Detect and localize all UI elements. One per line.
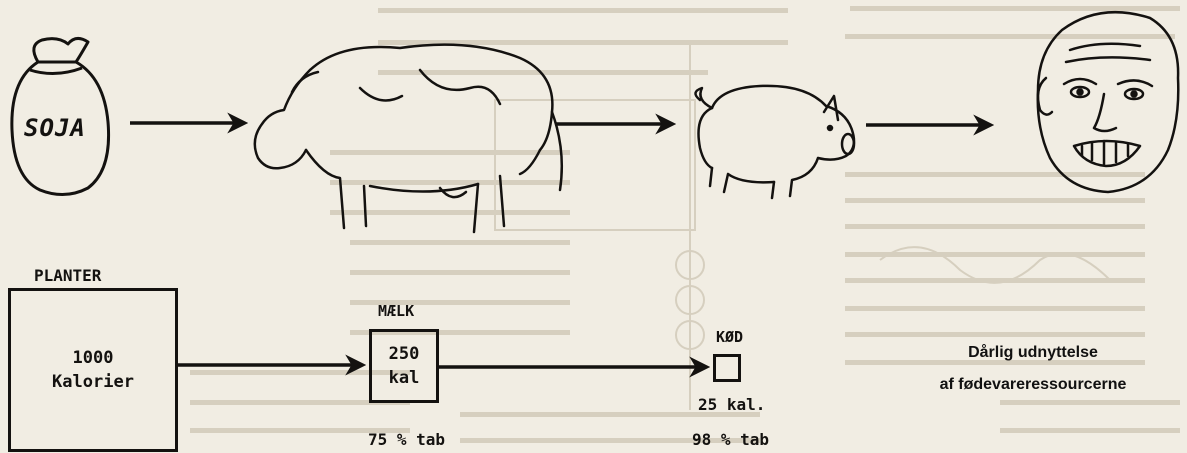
pig-icon	[695, 86, 854, 198]
plants-unit: Kalorier	[52, 370, 134, 394]
meat-loss: 98 % tab	[692, 430, 769, 449]
milk-value: 250	[389, 342, 420, 366]
face-icon	[1038, 12, 1179, 192]
sack-label: SOJA	[24, 114, 86, 142]
milk-loss: 75 % tab	[368, 430, 445, 449]
flow-arrows	[176, 365, 706, 367]
conclusion-line-1: Dårlig udnyttelse	[908, 344, 1158, 362]
plants-value: 1000	[73, 346, 114, 370]
cow-icon	[255, 45, 562, 232]
plants-box: 1000 Kalorier	[8, 288, 178, 452]
plants-heading: PLANTER	[34, 266, 101, 285]
meat-heading: KØD	[716, 328, 743, 346]
milk-box: 250 kal	[369, 329, 439, 403]
milk-heading: MÆLK	[378, 302, 414, 320]
milk-unit: kal	[389, 366, 420, 390]
conclusion-line-2: af fødevareressourcerne	[908, 376, 1158, 394]
meat-box	[713, 354, 741, 382]
meat-value: 25 kal.	[698, 395, 765, 414]
arrow-icon	[130, 123, 990, 125]
